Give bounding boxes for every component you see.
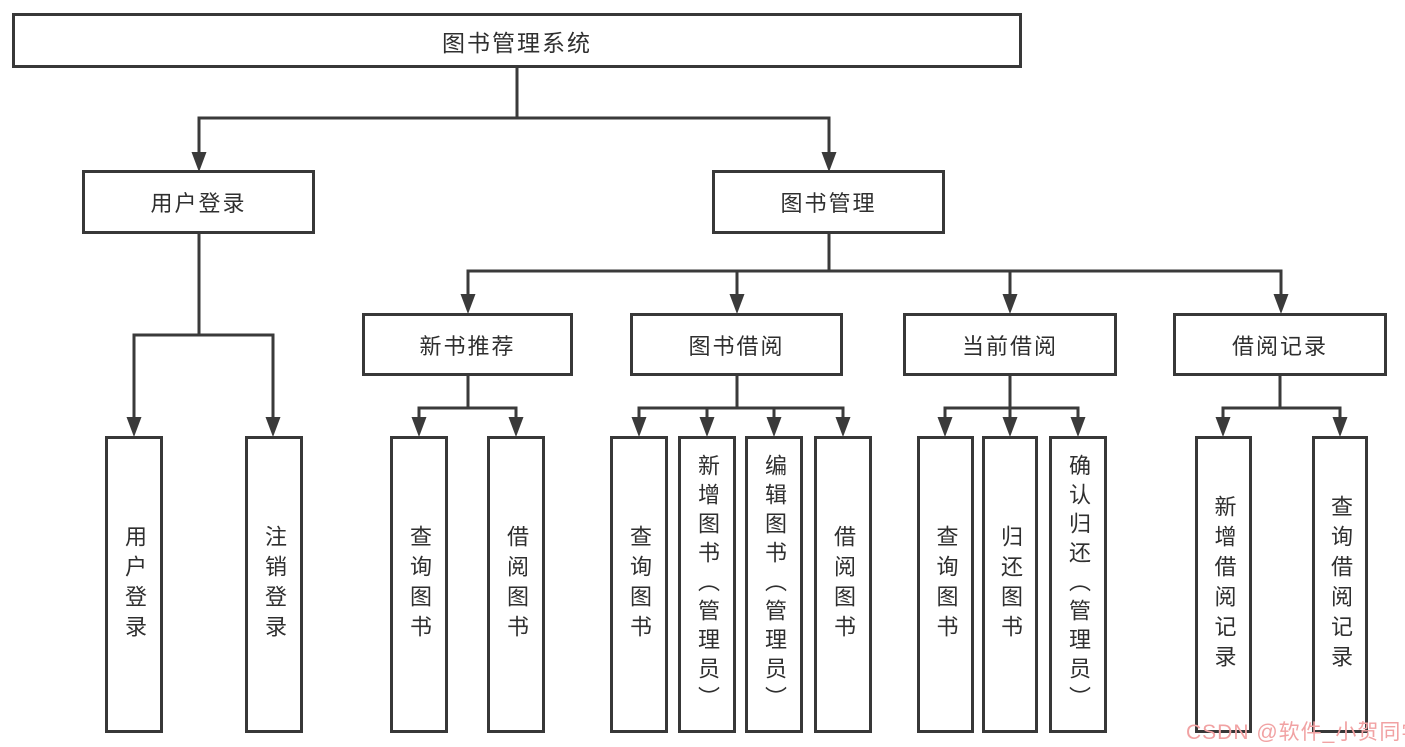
node-user-login: 用户登录 — [82, 170, 315, 234]
node-book-management: 图书管理 — [712, 170, 945, 234]
node-label: 借阅记录 — [1231, 333, 1328, 359]
node-label: 借阅图书 — [831, 524, 856, 645]
node-leaf-br-add-record: 新增借阅记录 — [1195, 436, 1252, 733]
node-label: 查询图书 — [407, 524, 432, 645]
node-leaf-bb-borrow-books: 借阅图书 — [814, 436, 872, 733]
node-label: 新增图书（管理员） — [695, 454, 720, 715]
node-leaf-cb-query-books: 查询图书 — [917, 436, 974, 733]
node-label: 当前借阅 — [961, 333, 1058, 359]
node-current-borrowing: 当前借阅 — [903, 313, 1117, 376]
node-label: 确认归还（管理员） — [1066, 454, 1091, 715]
node-label: 新增借阅记录 — [1211, 494, 1237, 675]
node-leaf-nb-query-books: 查询图书 — [390, 436, 448, 733]
node-label: 编辑图书（管理员） — [762, 454, 787, 715]
node-leaf-logout: 注销登录 — [245, 436, 303, 733]
node-label: 查询图书 — [933, 524, 959, 645]
node-label: 图书管理 — [780, 191, 877, 216]
node-leaf-cb-return-books: 归还图书 — [982, 436, 1038, 733]
node-leaf-user-login: 用户登录 — [105, 436, 163, 733]
node-label: 新书推荐 — [419, 333, 516, 359]
node-leaf-cb-confirm-return: 确认归还（管理员） — [1049, 436, 1107, 733]
node-leaf-bb-add-books: 新增图书（管理员） — [678, 436, 736, 733]
node-label: 归还图书 — [998, 524, 1023, 645]
node-leaf-nb-borrow-books: 借阅图书 — [487, 436, 545, 733]
node-leaf-bb-edit-books: 编辑图书（管理员） — [745, 436, 803, 733]
node-label: 用户登录 — [122, 524, 147, 645]
node-leaf-br-query-record: 查询借阅记录 — [1312, 436, 1368, 733]
node-leaf-bb-query-books: 查询图书 — [610, 436, 668, 733]
node-label: 注销登录 — [262, 524, 287, 645]
node-label: 查询图书 — [627, 524, 652, 645]
node-label: 查询借阅记录 — [1328, 494, 1353, 675]
node-label: 图书借阅 — [688, 333, 785, 359]
node-borrowing-records: 借阅记录 — [1173, 313, 1387, 376]
node-book-borrowing: 图书借阅 — [630, 313, 843, 376]
node-label: 借阅图书 — [504, 524, 529, 645]
node-new-book-recommend: 新书推荐 — [362, 313, 573, 376]
node-label: 用户登录 — [150, 191, 247, 216]
csdn-watermark: CSDN @软件_小贺同学 — [1186, 721, 1405, 744]
node-root: 图书管理系统 — [12, 13, 1022, 68]
node-label: 图书管理系统 — [442, 29, 592, 56]
